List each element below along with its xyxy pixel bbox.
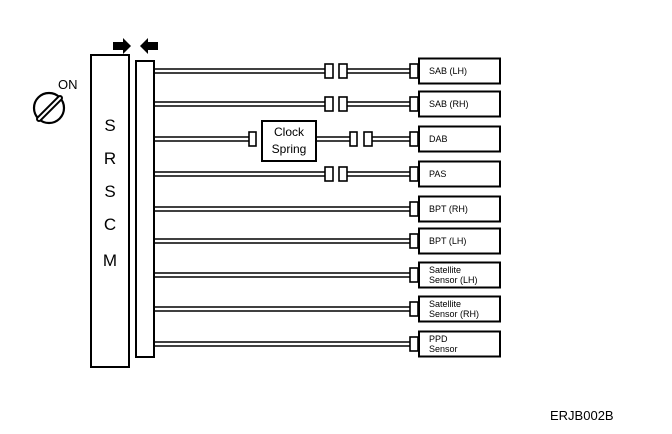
- arrow-right-icon: [113, 38, 131, 54]
- srscm-module: S R S C M: [90, 54, 130, 368]
- harness-connector: [338, 63, 348, 79]
- srscm-letter: M: [103, 251, 117, 270]
- harness-connector: [409, 267, 419, 283]
- srscm-letter: R: [104, 149, 116, 168]
- harness-connector: [349, 131, 358, 147]
- srscm-box: [90, 54, 130, 368]
- harness-connector: [363, 131, 373, 147]
- harness-connector: [324, 166, 334, 182]
- component-label: Satellite: [429, 299, 461, 309]
- component-box: [418, 295, 501, 323]
- component-label: PAS: [429, 169, 446, 179]
- connector-arrows: [113, 38, 158, 54]
- harness-connector: [324, 63, 334, 79]
- component-label: Sensor: [429, 344, 458, 354]
- clock-spring-label-1: Clock: [274, 125, 305, 139]
- harness-connector: [248, 131, 257, 147]
- harness-connector: [409, 336, 419, 352]
- component-label: SAB (RH): [429, 99, 469, 109]
- component-label: Satellite: [429, 265, 461, 275]
- component-label: Sensor (RH): [429, 309, 479, 319]
- component-box: [418, 261, 501, 289]
- component-box: [418, 57, 501, 85]
- srscm-letter: S: [104, 182, 115, 201]
- srscm-letter: C: [104, 215, 116, 234]
- component-box: [418, 227, 501, 255]
- ignition-switch: ON: [32, 77, 78, 125]
- component-box: [418, 195, 501, 223]
- component-label: BPT (RH): [429, 204, 468, 214]
- clock-spring-label-2: Spring: [272, 142, 307, 156]
- ignition-on-label: ON: [58, 77, 78, 92]
- harness-connector: [338, 96, 348, 112]
- harness-connector: [338, 166, 348, 182]
- component-box: [418, 125, 501, 153]
- harness-connector: [409, 166, 419, 182]
- arrow-left-icon: [140, 38, 158, 54]
- harness: SAB (LH) SAB (RH) DAB PAS BPT (RH) BPT (LH) Sa…: [154, 57, 501, 358]
- component-label: SAB (LH): [429, 66, 467, 76]
- component-label: PPD: [429, 334, 448, 344]
- harness-connector: [409, 201, 419, 217]
- component-box: [418, 330, 501, 358]
- component-label: Sensor (LH): [429, 275, 478, 285]
- harness-connector: [409, 96, 419, 112]
- srscm-letter: S: [104, 116, 115, 135]
- component-box: [418, 160, 501, 188]
- figure-code: ERJB002B: [550, 408, 614, 423]
- clock-spring-box: [261, 120, 317, 162]
- harness-connector: [409, 301, 419, 317]
- harness-connector: [409, 233, 419, 249]
- harness-connector: [409, 63, 419, 79]
- harness-connector: [324, 96, 334, 112]
- component-label: DAB: [429, 134, 448, 144]
- component-label: BPT (LH): [429, 236, 466, 246]
- harness-connector: [409, 131, 419, 147]
- component-box: [418, 90, 501, 118]
- main-connector: [135, 60, 155, 358]
- clock-spring: Clock Spring: [261, 120, 317, 162]
